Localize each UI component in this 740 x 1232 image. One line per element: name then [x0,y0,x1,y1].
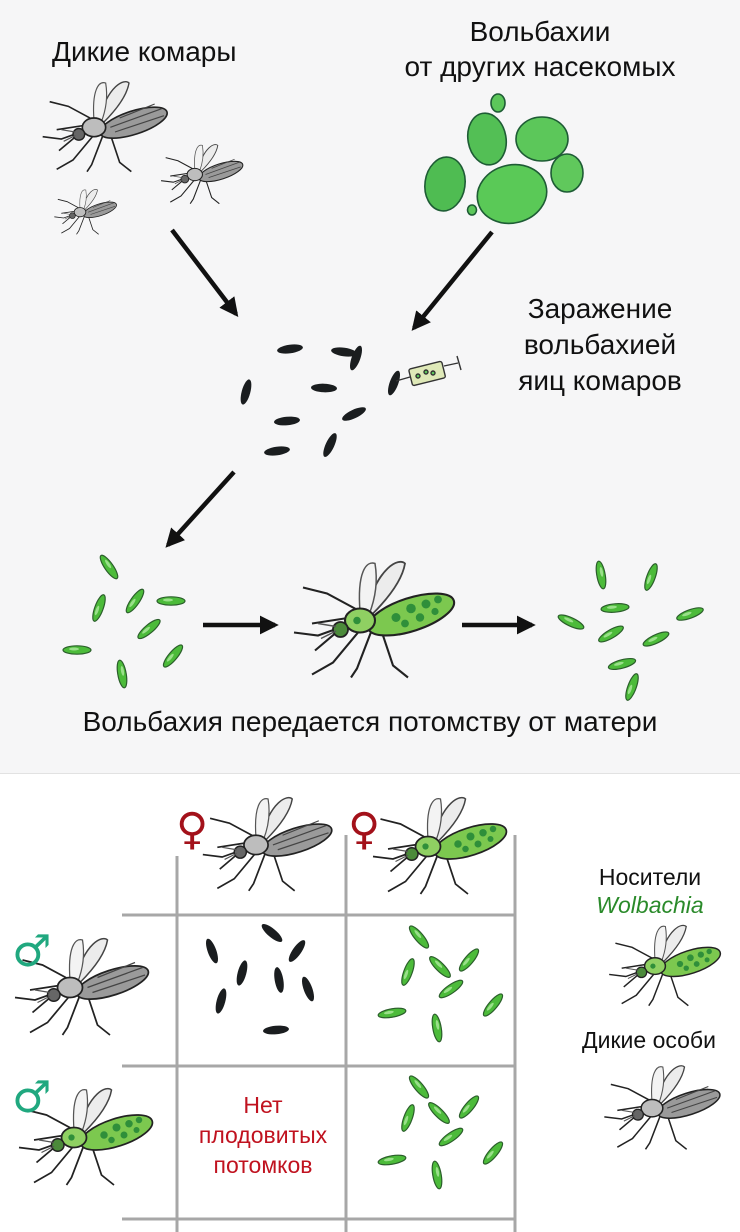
arrow-eggs-to-infected [165,470,236,548]
no-offspring-line1: Нет [243,1092,283,1118]
legend-carriers-line1: Носители [598,864,702,890]
male-symbol-infected: ♂ [12,1072,52,1123]
label-infection-line1: Заражение [527,293,673,324]
female-symbol-infected: ♀ [348,804,381,855]
legend-wild-mosquito [603,1064,724,1151]
cell-wild-infected-eggs [376,922,506,1044]
uninfected-eggs-cluster [238,342,403,459]
no-offspring-line3: потомков [213,1152,313,1178]
infected-adult-mosquito [292,560,460,679]
label-infection-line3: яиц комаров [518,365,682,396]
female-symbol-wild: ♀ [176,804,209,855]
arrow-wild-to-eggs [170,228,239,318]
female-infected-mosquito [372,796,512,895]
legend-carrier-mosquito [608,924,725,1007]
male-symbol-wild: ♂ [12,926,52,977]
label-infection-line2: вольбахией [523,329,677,360]
arrows-top [165,228,536,635]
wild-mosquito-medium [160,143,246,205]
wild-mosquito-small [53,188,119,235]
cell-infected-infected-eggs [376,1072,506,1191]
arrow-bacteria-to-eggs [411,230,494,331]
wild-mosquito-large [41,80,172,173]
female-wild-mosquito [201,796,337,892]
infected-eggs-left [62,552,186,690]
syringe-icon [395,355,462,387]
label-maternal-transmission: Вольбахия передается потомству от матери [82,706,658,737]
infected-eggs-right [555,559,706,703]
legend-carriers-line2: Wolbachia [596,892,704,918]
wolbachia-bacteria-cluster [424,93,584,225]
cell-wild-wild-eggs [203,921,317,1036]
crossing-grid [122,835,517,1232]
legend-wild-individuals: Дикие особи [582,1027,716,1053]
label-wolbachia-line2: от других насекомых [404,51,676,82]
label-wild-mosquitoes: Дикие комары [52,36,237,67]
label-wolbachia-line1: Вольбахии [469,16,611,47]
bottom-panel [0,774,740,1232]
no-offspring-line2: плодовитых [198,1122,328,1148]
